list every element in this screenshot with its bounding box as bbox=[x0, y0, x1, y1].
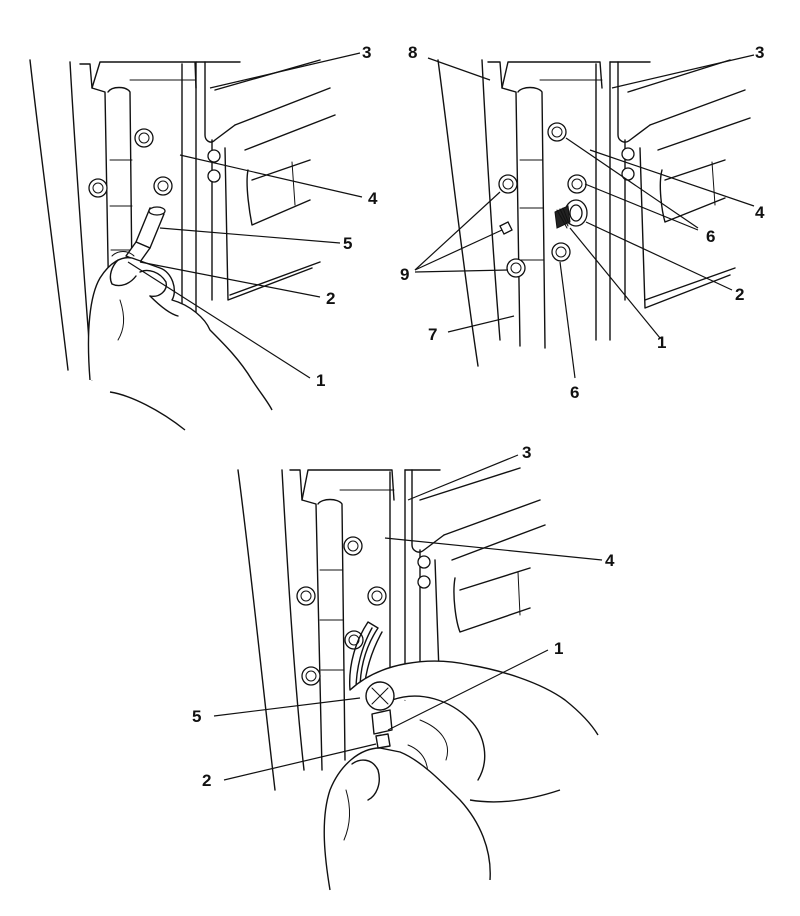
callout-label: 4 bbox=[368, 189, 378, 208]
callout-label: 5 bbox=[343, 234, 352, 253]
callout-label: 8 bbox=[408, 43, 417, 62]
callout-leaders bbox=[213, 454, 603, 781]
callout-label: 3 bbox=[362, 43, 371, 62]
hand-illustration bbox=[87, 251, 273, 431]
callout-leaders bbox=[127, 52, 363, 379]
callout-label: 4 bbox=[755, 203, 765, 222]
hinge-bolt bbox=[296, 586, 316, 606]
callout-label: 1 bbox=[316, 371, 325, 390]
callout-label: 2 bbox=[735, 285, 744, 304]
callout-label: 9 bbox=[400, 265, 409, 284]
striker-bolt bbox=[621, 147, 635, 181]
hinge-bolt bbox=[153, 176, 173, 196]
callout-label: 1 bbox=[657, 333, 666, 352]
hinge-bolt bbox=[367, 586, 387, 606]
hinge-bolt bbox=[499, 221, 513, 235]
callout-label: 4 bbox=[605, 551, 615, 570]
callout-label: 3 bbox=[755, 43, 764, 62]
hinge-bolt bbox=[134, 128, 154, 148]
door-frame-drawing bbox=[29, 59, 336, 431]
hinge-bolt bbox=[88, 178, 108, 198]
hinge-bolt bbox=[344, 630, 364, 650]
callout-label: 2 bbox=[202, 771, 211, 790]
striker-bolt bbox=[417, 555, 431, 589]
hinge-bolt bbox=[551, 242, 571, 262]
callout-label: 7 bbox=[428, 325, 437, 344]
hinge-bolt bbox=[301, 666, 321, 686]
hinge-bolt bbox=[547, 122, 567, 142]
door-frame-drawing bbox=[237, 467, 599, 891]
callout-label: 2 bbox=[326, 289, 335, 308]
door-frame-drawing bbox=[437, 59, 751, 367]
callout-label: 1 bbox=[554, 639, 563, 658]
hinge-bolt bbox=[498, 174, 518, 194]
callout-label: 5 bbox=[192, 707, 201, 726]
hinge-bolt bbox=[506, 258, 526, 278]
callout-label: 6 bbox=[706, 227, 715, 246]
callout-label: 3 bbox=[522, 443, 531, 462]
hinge-bolt bbox=[343, 536, 363, 556]
hinge-pin-with-washer bbox=[554, 199, 588, 229]
callout-label: 6 bbox=[570, 383, 579, 402]
callout-leaders bbox=[414, 54, 755, 379]
striker-bolt bbox=[207, 149, 221, 183]
hand-illustration bbox=[323, 660, 599, 891]
